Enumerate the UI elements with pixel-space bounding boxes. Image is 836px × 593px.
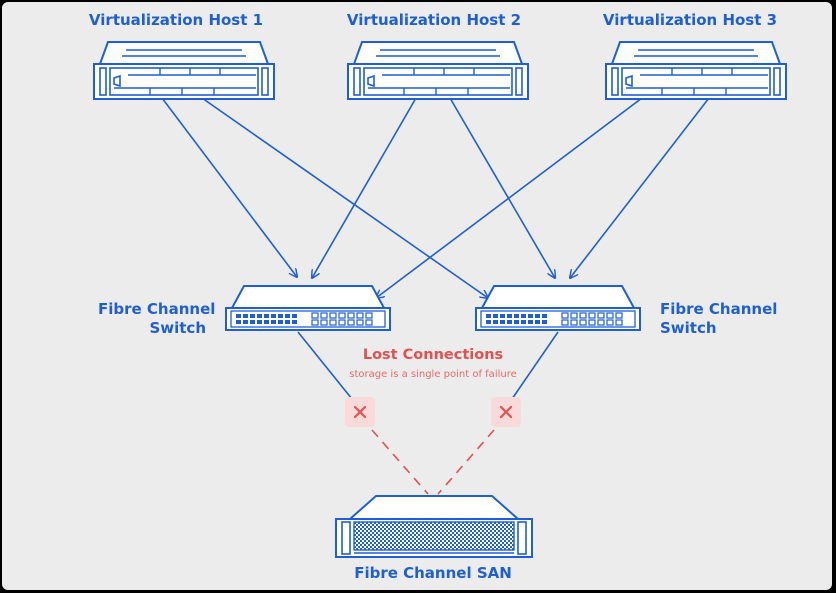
- network-switch-icon: [225, 285, 391, 331]
- lost-link-left: [371, 429, 429, 495]
- link-switch2-marker: [511, 331, 559, 400]
- host-3-label: Virtualization Host 3: [602, 11, 778, 29]
- link-host2-switch2: [449, 97, 555, 278]
- switch-1-label-line1: Fibre Channel: [98, 300, 216, 318]
- network-switch-icon: [475, 285, 641, 331]
- lost-connections-title: Lost Connections: [362, 347, 504, 363]
- link-host2-switch1: [312, 97, 417, 278]
- switch-2-label-line1: Fibre Channel: [660, 300, 778, 318]
- switch-1-label: Fibre Channel Switch: [98, 300, 216, 338]
- lost-connections-subtitle: storage is a single point of failure: [349, 369, 517, 380]
- lost-marker-right: [491, 397, 521, 427]
- storage-array-icon: [335, 495, 533, 558]
- link-host3-switch1: [376, 97, 643, 298]
- cross-icon: [499, 405, 513, 419]
- lost-marker-left: [345, 397, 375, 427]
- switch-2-label: Fibre Channel Switch: [660, 300, 780, 338]
- host-2-label: Virtualization Host 2: [346, 11, 522, 29]
- switch-2-label-line2: Switch: [660, 319, 717, 337]
- link-host1-switch1: [161, 97, 297, 277]
- cross-icon: [353, 405, 367, 419]
- server-icon: [605, 41, 787, 100]
- san-label: Fibre Channel SAN: [354, 564, 512, 582]
- link-host1-switch2: [201, 97, 488, 298]
- server-icon: [347, 41, 529, 100]
- switch-1-label-line2: Switch: [149, 319, 206, 337]
- link-host3-switch2: [570, 97, 710, 278]
- server-icon: [93, 41, 275, 100]
- host-switch-links: [161, 97, 710, 298]
- switch-san-links: [297, 331, 559, 495]
- host-1-label: Virtualization Host 1: [88, 11, 264, 29]
- lost-link-right: [437, 429, 495, 495]
- link-switch1-marker: [297, 331, 353, 400]
